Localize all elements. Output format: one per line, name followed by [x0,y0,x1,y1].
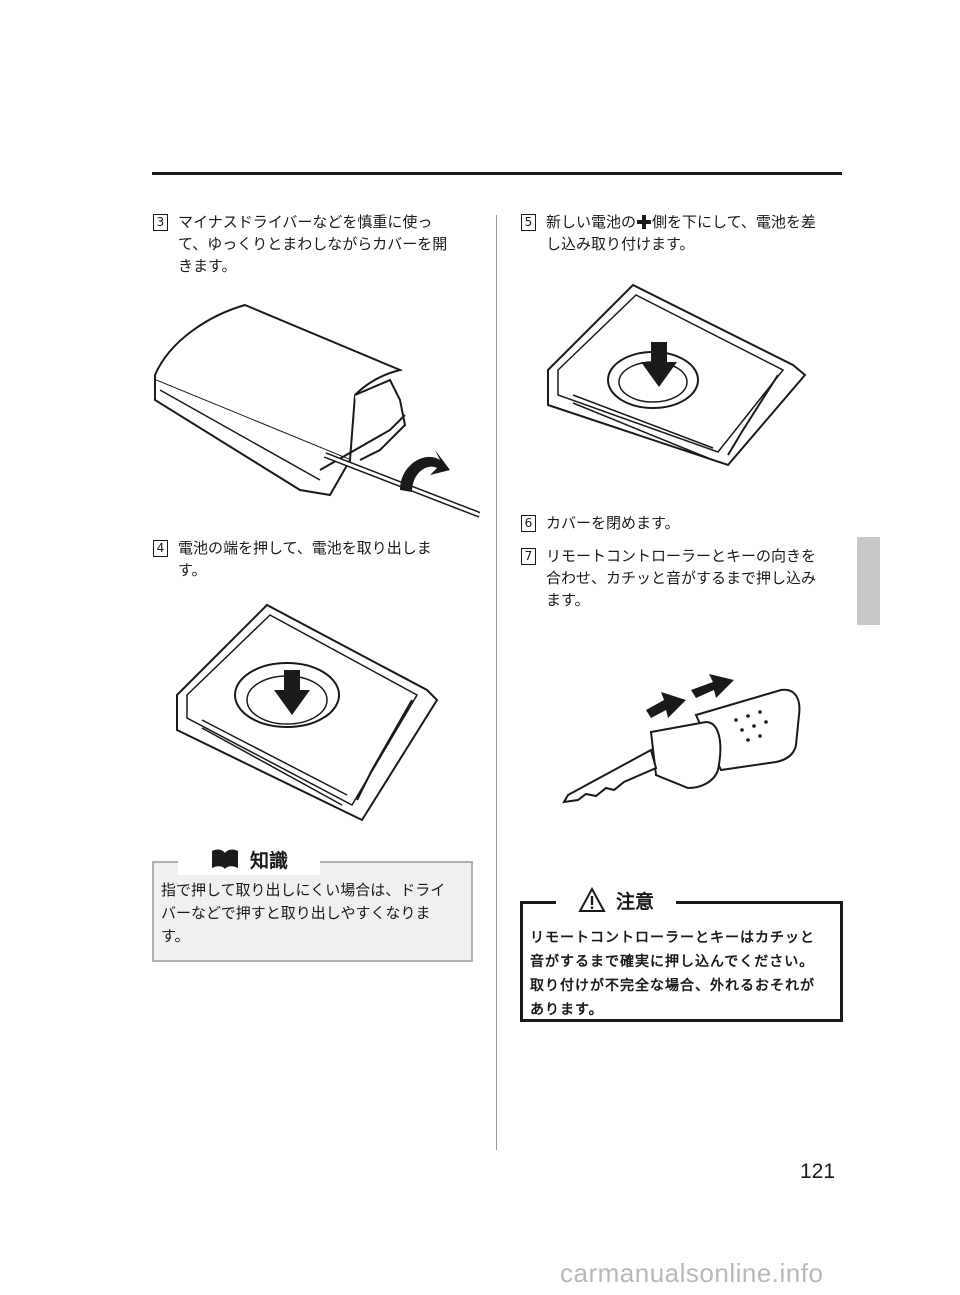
knowledge-text: 指で押して取り出しにくい場合は、ドライ バーなどで押すと取り出しやすくなりま す… [161,881,446,945]
step-text-part: 新しい電池の [546,213,637,231]
step-text-line: 合わせ、カチッと音がするまで押し込み [546,569,817,587]
step-number: 4 [153,540,168,557]
knowledge-heading: 知識 [178,843,320,875]
caution-text: リモートコントローラーとキーはカチッと 音がするまで確実に押し込んでください。 … [530,930,815,1018]
illustration-open-cover [150,300,480,525]
plus-icon [637,215,652,229]
illustration-insert-battery [543,280,813,480]
section-tab [857,537,880,625]
step-text-line: 電池の端を押して、電池を取り出しま [178,539,432,557]
page-number: 121 [800,1160,836,1183]
warning-icon [578,887,606,912]
step-text-part: 側を下にして、電池を差 [652,213,816,231]
column-divider [496,215,497,1150]
caution-box [520,901,843,1022]
knowledge-title: 知識 [249,849,288,872]
step-number: 6 [521,515,536,532]
header-rule [152,172,842,175]
step-text-line: きます。 [178,257,237,275]
step-text-line: し込み取り付けます。 [546,235,695,253]
step-text-line: カバーを閉めます。 [546,514,680,532]
illustration-key-remote [556,670,806,810]
caution-heading: 注意 [556,884,676,916]
step-text-line: す。 [178,561,207,579]
step-text-line: リモートコントローラーとキーの向きを [546,547,817,565]
step-text-line: マイナスドライバーなどを慎重に使っ [178,213,433,231]
step-text-line: て、ゆっくりとまわしながらカバーを開 [178,235,448,253]
knowledge-box [152,861,473,962]
watermark: carmanualsonline.info [560,1258,824,1288]
step-text-line: ます。 [546,591,590,609]
caution-title: 注意 [615,890,654,913]
step-number: 5 [521,214,536,231]
book-icon [211,849,238,869]
step-number: 3 [153,214,168,231]
illustration-remove-battery [172,600,452,840]
step-number: 7 [521,548,536,565]
